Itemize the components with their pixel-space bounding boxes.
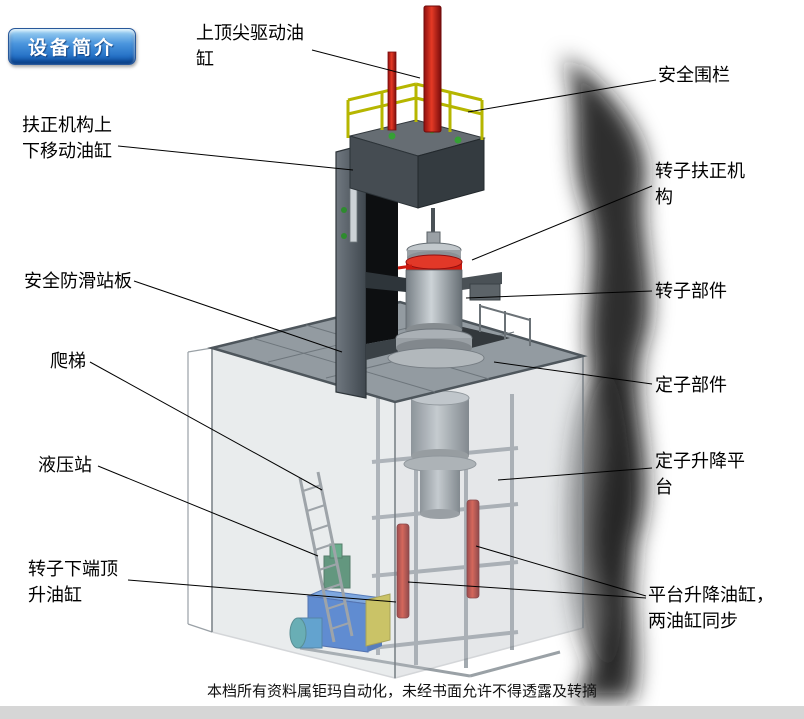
support-frame (299, 394, 561, 678)
leader-platform-lift-a (475, 545, 647, 597)
ladder-structure (298, 471, 354, 643)
platform-lift-cylinder-rods (396, 499, 480, 619)
leader-antislip-platform (133, 280, 343, 353)
callout-rotor-centering: 转子扶正机构 (655, 161, 745, 207)
leader-centering-cylinder (117, 145, 354, 171)
callout-platform-lift-cylinders: 平台升降油缸，两油缸同步 (648, 585, 774, 631)
callout-centering-cylinder: 扶正机构上下移动油缸 (22, 115, 112, 161)
callout-ladder: 爬梯 (50, 351, 86, 371)
callout-antislip-platform: 安全防滑站板 (24, 271, 132, 291)
callout-top-cylinder: 上顶尖驱动油缸 (196, 23, 304, 69)
rotor-centering-arms (366, 264, 502, 301)
footer-copyright: 本档所有资料属钜玛自动化，未经书面允许不得透露及转摘 (206, 684, 597, 700)
callout-hydraulic-station: 液压站 (38, 455, 92, 475)
callout-rotor-jack-cylinder: 转子下端顶升油缸 (28, 559, 118, 605)
leader-platform-lift-b (407, 581, 647, 599)
footer-strip (0, 706, 804, 719)
pit-enclosure-walls (187, 346, 584, 679)
rotor-assembly (387, 208, 485, 369)
callout-stator-part: 定子部件 (655, 375, 727, 395)
leader-stator-lift (497, 467, 653, 481)
leader-ladder (89, 361, 323, 491)
leader-rotor-centering (471, 185, 653, 261)
stator-assembly (403, 390, 477, 519)
drive-cylinder-rods (387, 5, 442, 133)
leader-hydraulic-station (97, 465, 319, 557)
leader-stator-part (493, 361, 653, 385)
leader-rotor-jack (127, 579, 397, 603)
callout-stator-lift-platform: 定子升降平台 (655, 451, 745, 497)
leader-lines (89, 49, 657, 603)
callout-safety-fence: 安全围栏 (658, 65, 730, 85)
leader-top-cylinder (311, 49, 421, 79)
callout-rotor-part: 转子部件 (655, 281, 727, 301)
leader-rotor-part (465, 290, 653, 299)
equipment-intro-badge[interactable]: 设备简介 (8, 28, 136, 65)
leader-safety-fence (467, 79, 657, 113)
